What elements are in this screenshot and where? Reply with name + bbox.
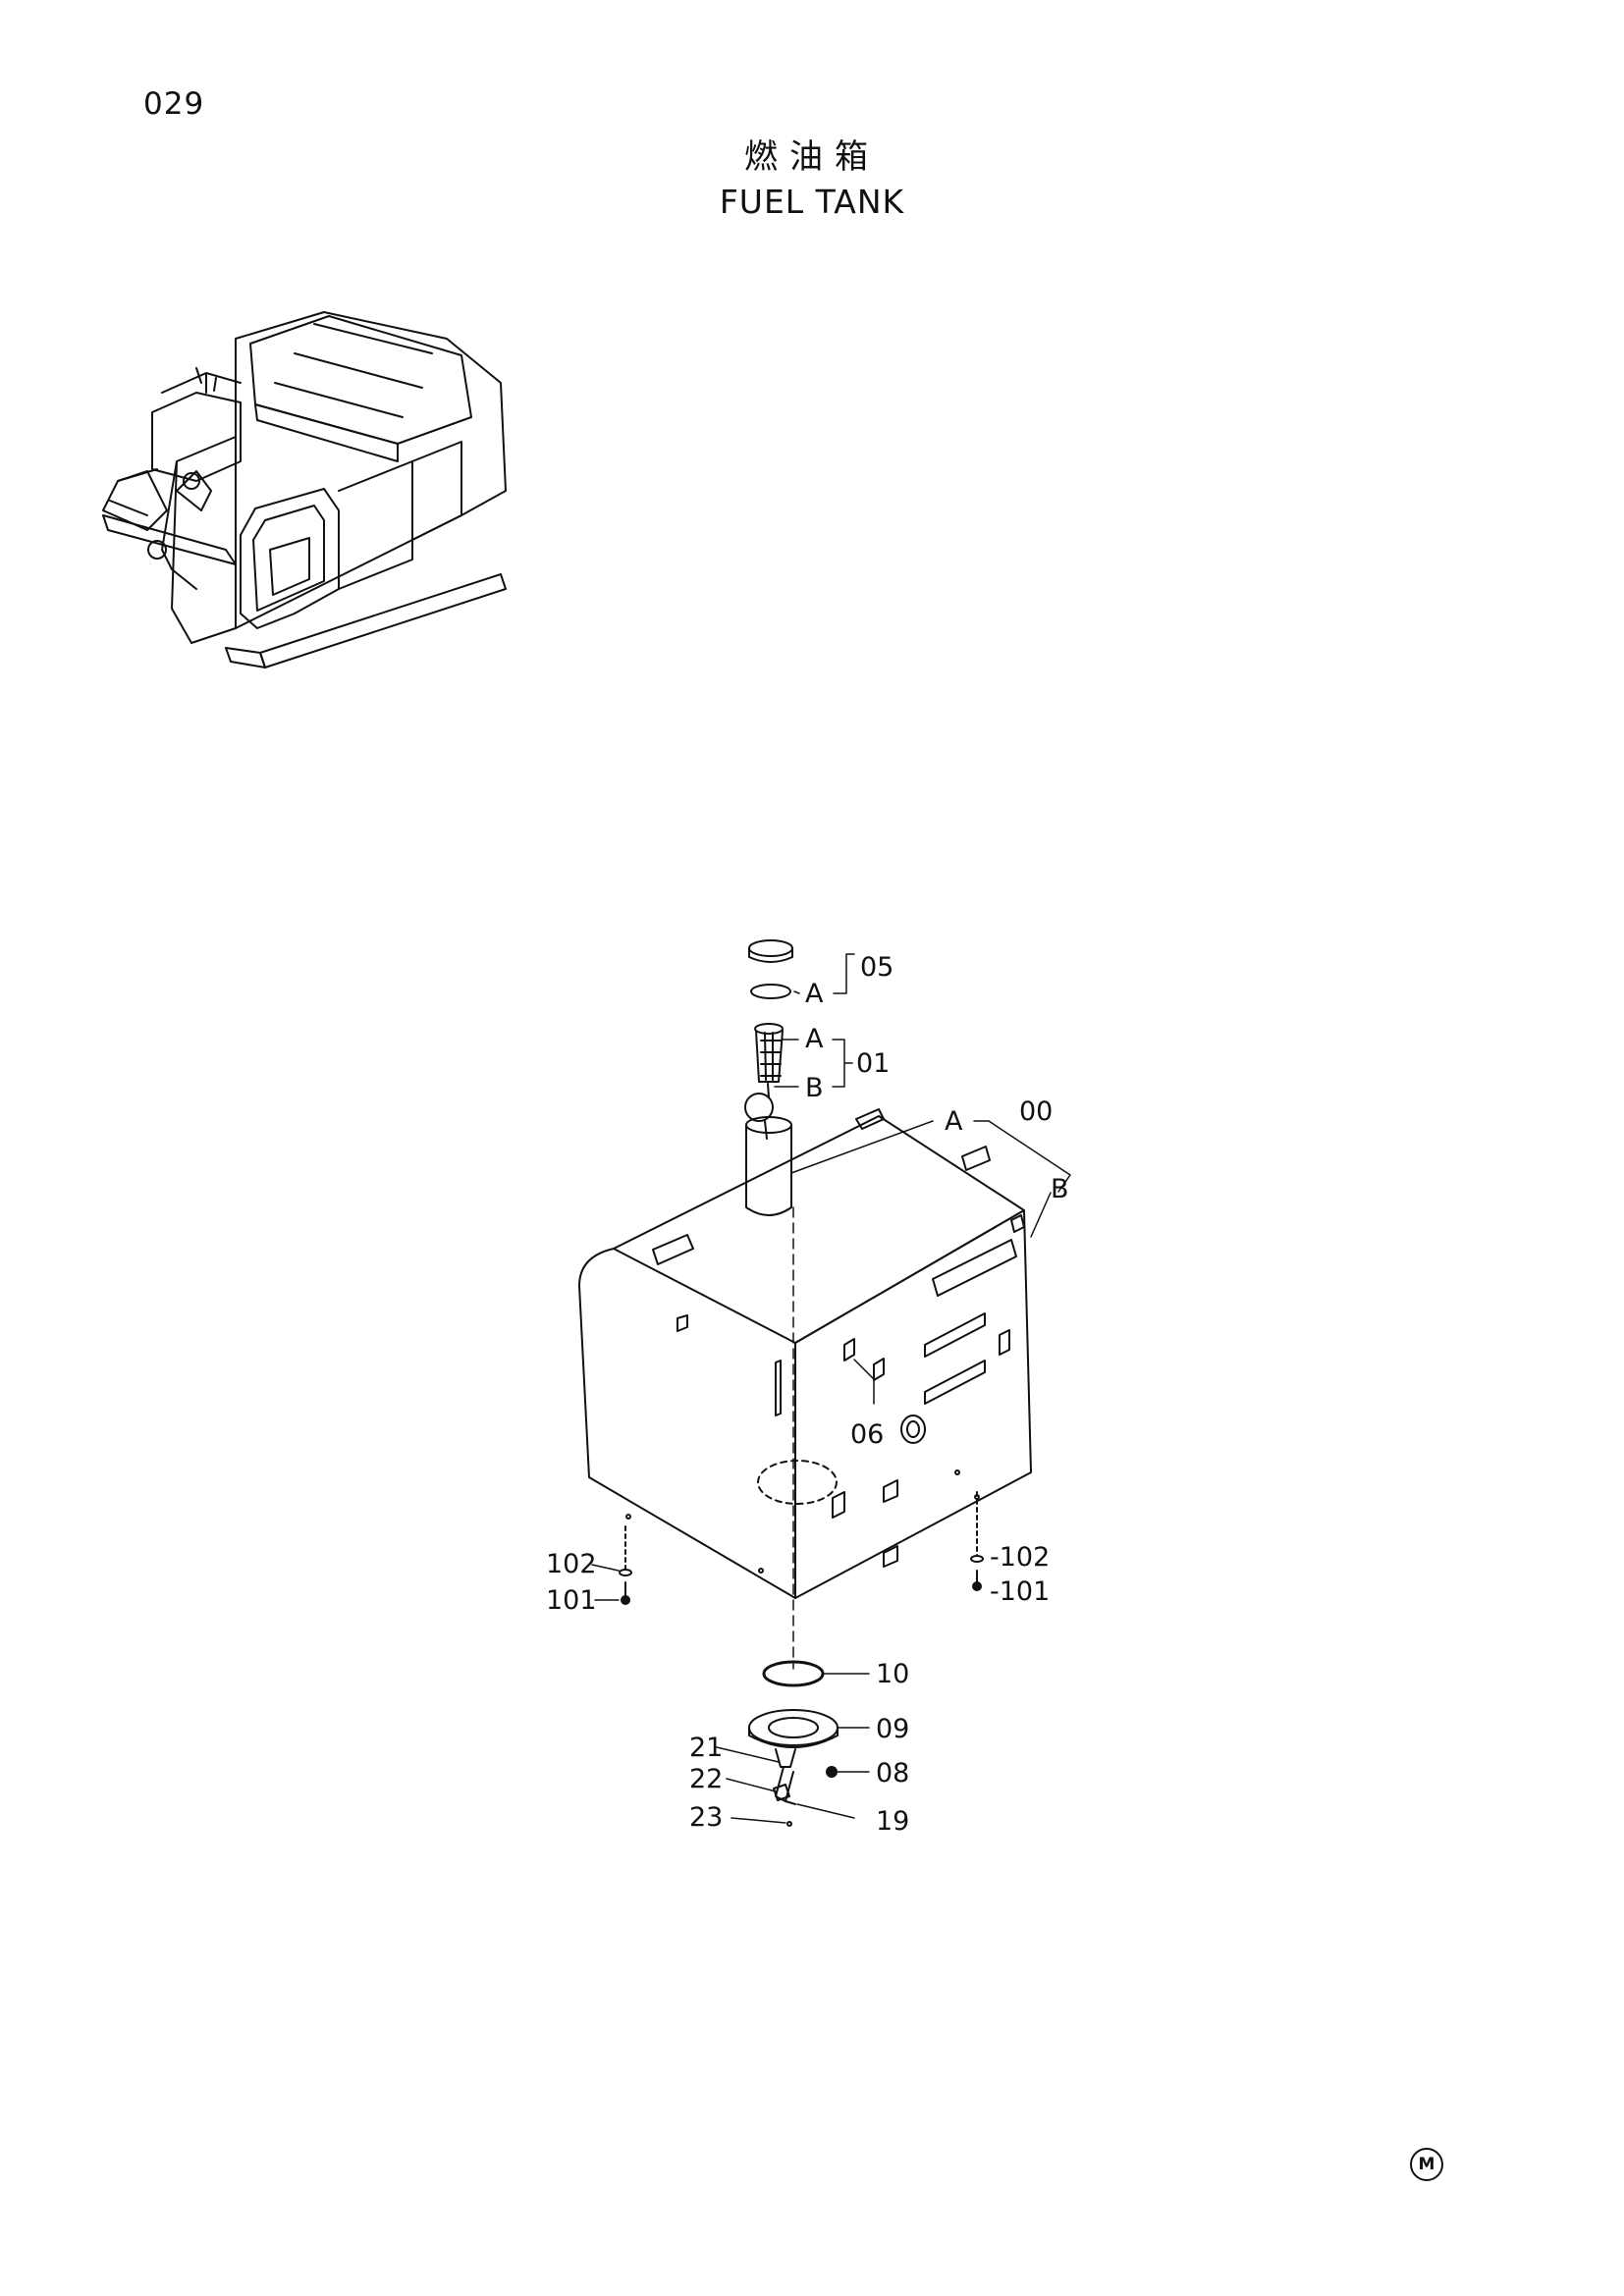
label-102-left: 102 bbox=[546, 1549, 597, 1579]
label-a-05: A bbox=[805, 979, 824, 1009]
label-a-00: A bbox=[945, 1106, 963, 1137]
fitting-parts bbox=[773, 1748, 838, 1827]
label-b-00: B bbox=[1051, 1174, 1069, 1204]
flange-09 bbox=[748, 1709, 839, 1748]
label-06: 06 bbox=[850, 1419, 884, 1450]
label-101-left: 101 bbox=[546, 1585, 597, 1616]
callout-labels: 05 A A 01 B A 00 B 06 10 09 08 19 21 22 … bbox=[546, 952, 1069, 1837]
page-title: FUEL TANK bbox=[719, 183, 905, 221]
label-23: 23 bbox=[689, 1802, 723, 1833]
label-102-right: -102 bbox=[990, 1542, 1050, 1573]
manufacturer-mark-icon: M bbox=[1410, 2148, 1443, 2181]
fuel-cap-05 bbox=[748, 939, 793, 999]
label-101-right: -101 bbox=[990, 1576, 1050, 1607]
label-01: 01 bbox=[856, 1048, 890, 1079]
label-21: 21 bbox=[689, 1733, 723, 1763]
fuel-tank-body bbox=[578, 1108, 1032, 1599]
leader-lines bbox=[591, 953, 1071, 1824]
page-number: 029 bbox=[143, 86, 205, 122]
page-title-chinese: 燃油箱 bbox=[744, 137, 880, 177]
excavator-location-thumbnail bbox=[102, 311, 507, 668]
label-00: 00 bbox=[1019, 1096, 1053, 1127]
label-09: 09 bbox=[876, 1714, 909, 1744]
label-05: 05 bbox=[860, 952, 893, 983]
label-a-01: A bbox=[805, 1024, 824, 1054]
bolts-102-101 bbox=[619, 1491, 984, 1605]
label-b-01: B bbox=[805, 1073, 824, 1103]
strainer-01 bbox=[744, 1023, 784, 1140]
label-08: 08 bbox=[876, 1758, 909, 1789]
label-10: 10 bbox=[876, 1659, 909, 1689]
label-19: 19 bbox=[876, 1806, 909, 1837]
label-22: 22 bbox=[689, 1764, 723, 1794]
